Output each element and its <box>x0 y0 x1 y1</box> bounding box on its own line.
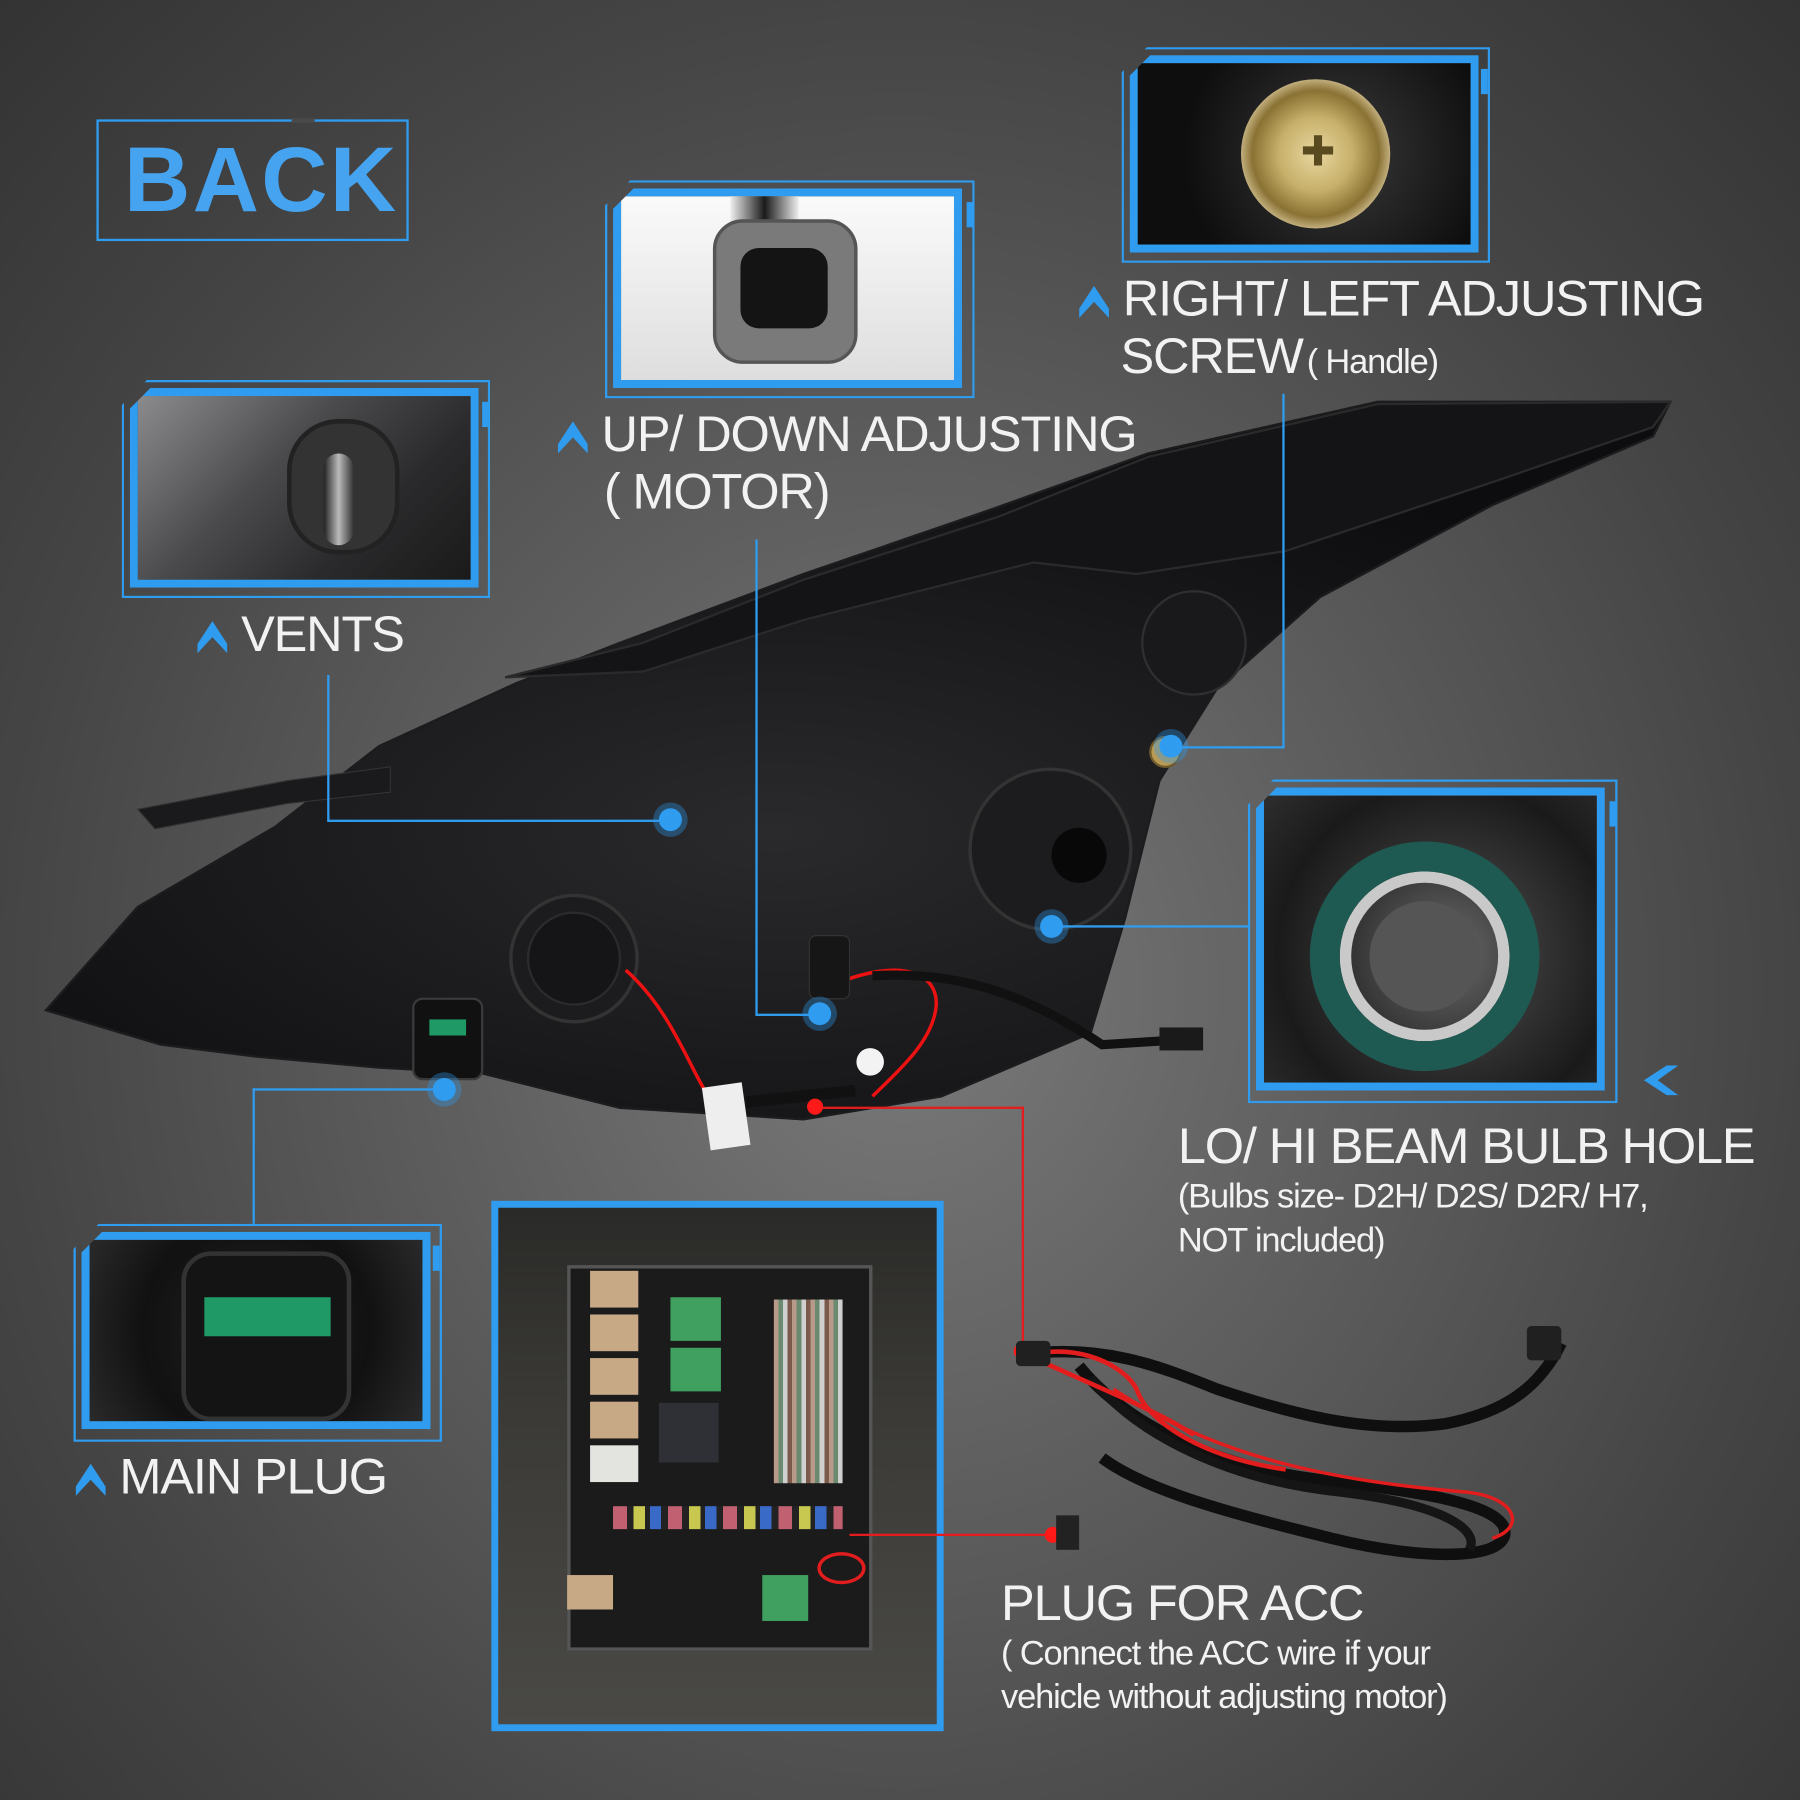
harness-photo <box>1015 1325 1567 1561</box>
chevron-up-icon <box>75 1463 106 1496</box>
acc-connector-marker <box>807 1098 824 1115</box>
chevron-up-icon <box>1079 285 1109 318</box>
page-title: BACK <box>123 128 399 231</box>
chevron-left-icon <box>1643 1065 1679 1096</box>
acc-fuse-marker <box>817 1552 866 1585</box>
motor-marker <box>808 1002 832 1026</box>
main-plug-photo <box>81 1231 431 1430</box>
acc-label: PLUG FOR ACC ( Connect the ACC wire if y… <box>1001 1575 1448 1717</box>
chevron-up-icon <box>557 421 588 454</box>
screw-marker <box>1159 734 1183 758</box>
screw-frame <box>1121 47 1491 263</box>
chevron-up-icon <box>197 621 228 654</box>
title-box: BACK <box>96 118 409 242</box>
screw-label: RIGHT/ LEFT ADJUSTING SCREW ( Handle) <box>1079 271 1705 386</box>
vents-label: VENTS <box>197 606 405 663</box>
main-plug-label: MAIN PLUG <box>75 1449 388 1506</box>
vents-photo <box>129 388 479 588</box>
bulb-photo <box>1255 787 1605 1091</box>
main-plug-frame <box>73 1223 442 1442</box>
screw-photo: ✚ <box>1129 55 1479 253</box>
main-plug-marker <box>432 1077 456 1101</box>
motor-label: UP/ DOWN ADJUSTING ( MOTOR) <box>557 406 1138 521</box>
phillips-icon: ✚ <box>1300 127 1336 175</box>
motor-photo <box>613 188 963 389</box>
bulb-frame <box>1247 779 1618 1104</box>
bulb-marker <box>1040 914 1064 938</box>
vents-frame <box>121 379 491 599</box>
motor-frame <box>604 180 975 399</box>
bulb-label: LO/ HI BEAM BULB HOLE (Bulbs size- D2H/ … <box>1177 1118 1756 1260</box>
vents-marker <box>658 808 682 832</box>
fusebox-photo <box>491 1200 944 1732</box>
